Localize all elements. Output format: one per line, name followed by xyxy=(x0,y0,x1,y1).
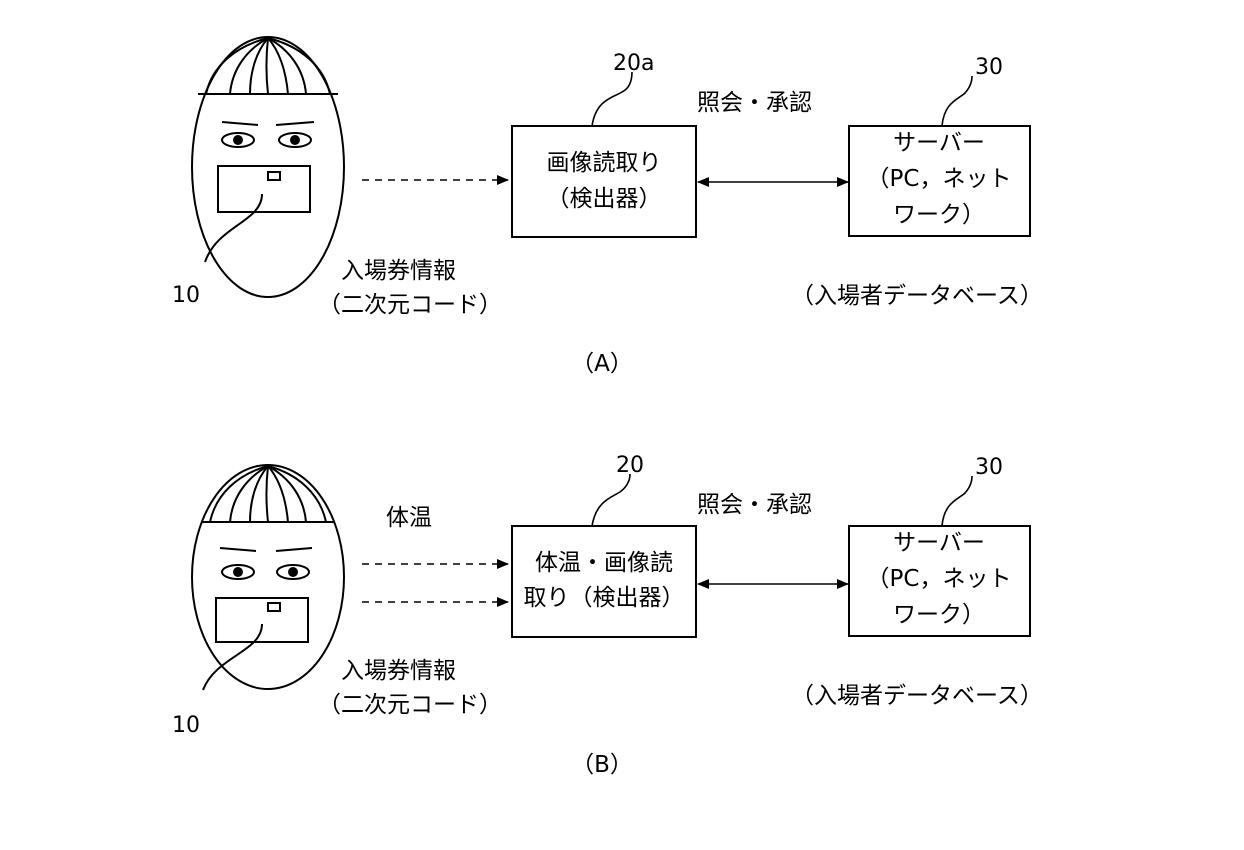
temperature-label: 体温 xyxy=(386,505,432,531)
ref-person-10: 10 xyxy=(172,713,200,738)
server-label-line1: サーバー xyxy=(893,530,985,556)
person-face-icon xyxy=(191,464,345,691)
query-approval-label: 照会・承認 xyxy=(697,90,812,116)
person-face-icon xyxy=(191,36,345,298)
ref-person-10: 10 xyxy=(172,283,200,308)
server-label-line3: ワーク） xyxy=(893,202,985,228)
server-label-line3: ワーク） xyxy=(893,602,985,628)
leader-30 xyxy=(941,475,973,527)
leader-20a xyxy=(591,71,633,127)
detector-label-line2: 取り（検出器） xyxy=(524,585,685,611)
detector-box xyxy=(511,125,697,238)
ref-detector-20: 20 xyxy=(616,453,644,478)
server-box xyxy=(848,125,1031,237)
database-label: （入場者データベース） xyxy=(791,283,1043,309)
ticket-info-label: 入場券情報 xyxy=(341,658,456,684)
server-box xyxy=(848,525,1031,637)
server-label-line2: （PC，ネット xyxy=(867,166,1012,192)
detector-label-line1: 体温・画像読 xyxy=(535,550,673,576)
detector-label-line2: （検出器） xyxy=(547,186,662,212)
ref-server-30: 30 xyxy=(975,455,1003,480)
detector-label-line1: 画像読取り xyxy=(547,150,662,176)
panel-a-label: （A） xyxy=(571,351,633,377)
ref-server-30: 30 xyxy=(975,55,1003,80)
panel-b-label: （B） xyxy=(571,752,633,778)
server-label-line1: サーバー xyxy=(893,130,985,156)
panel-a: 10 入場券情報 （二次元コード） 画像読取り （検出器） 20a 照会・承認 … xyxy=(172,36,1043,377)
ticket-info-sublabel: （二次元コード） xyxy=(318,292,502,318)
detector-box xyxy=(511,525,697,638)
ticket-info-sublabel: （二次元コード） xyxy=(318,692,502,718)
database-label: （入場者データベース） xyxy=(791,683,1043,709)
ref-detector-20a: 20a xyxy=(613,51,654,76)
server-label-line2: （PC，ネット xyxy=(867,566,1012,592)
ticket-info-label: 入場券情報 xyxy=(341,258,456,284)
panel-b: 10 体温 入場券情報 （二次元コード） 体温・画像読 取り（検出器） 20 照… xyxy=(172,453,1043,778)
leader-30 xyxy=(941,75,973,127)
query-approval-label: 照会・承認 xyxy=(697,492,812,518)
leader-20 xyxy=(591,473,631,527)
